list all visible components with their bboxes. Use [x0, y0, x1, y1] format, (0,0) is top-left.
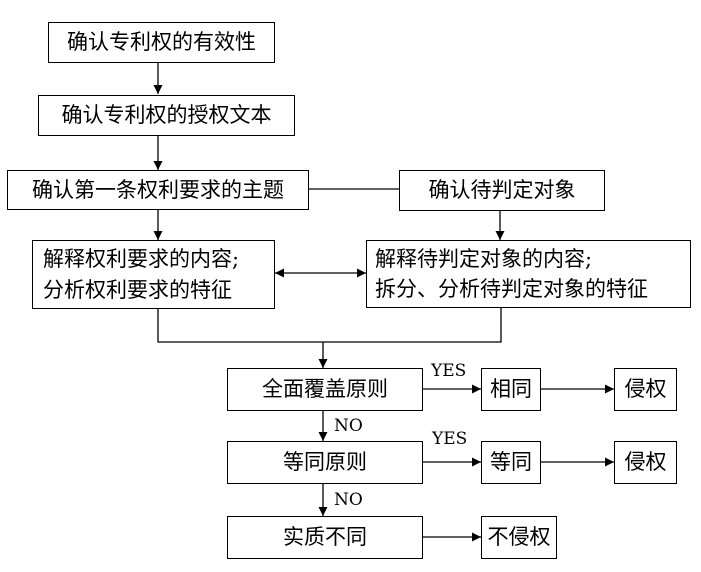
step-all-elements-rule: 全面覆盖原则	[227, 368, 423, 411]
step-object: 确认待判定对象	[399, 170, 605, 211]
label-yes-1: YES	[431, 361, 466, 381]
result-infringe-2: 侵权	[614, 441, 677, 484]
result-no-infringe: 不侵权	[481, 516, 557, 559]
step-claim-subject: 确认第一条权利要求的主题	[7, 170, 309, 210]
step-grant-text: 确认专利权的授权文本	[38, 95, 295, 136]
step-claim-content: 解释权利要求的内容; 分析权利要求的特征	[32, 240, 275, 309]
label-yes-2: YES	[432, 429, 467, 449]
result-equivalent: 等同	[481, 441, 541, 484]
claim-content-line-1: 解释权利要求的内容;	[43, 244, 274, 274]
step-substantially-different: 实质不同	[227, 516, 423, 559]
label-no-2: NO	[334, 490, 363, 510]
object-content-line-1: 解释待判定对象的内容;	[375, 244, 690, 274]
result-infringe-1: 侵权	[614, 368, 677, 411]
step-object-content: 解释待判定对象的内容; 拆分、分析待判定对象的特征	[366, 240, 691, 308]
label-no-1: NO	[334, 416, 363, 436]
result-identical: 相同	[481, 368, 541, 411]
step-validity: 确认专利权的有效性	[48, 22, 275, 63]
merge-connector	[158, 307, 501, 342]
object-content-line-2: 拆分、分析待判定对象的特征	[375, 274, 690, 304]
claim-content-line-2: 分析权利要求的特征	[43, 275, 274, 305]
step-equivalence-rule: 等同原则	[227, 441, 423, 484]
